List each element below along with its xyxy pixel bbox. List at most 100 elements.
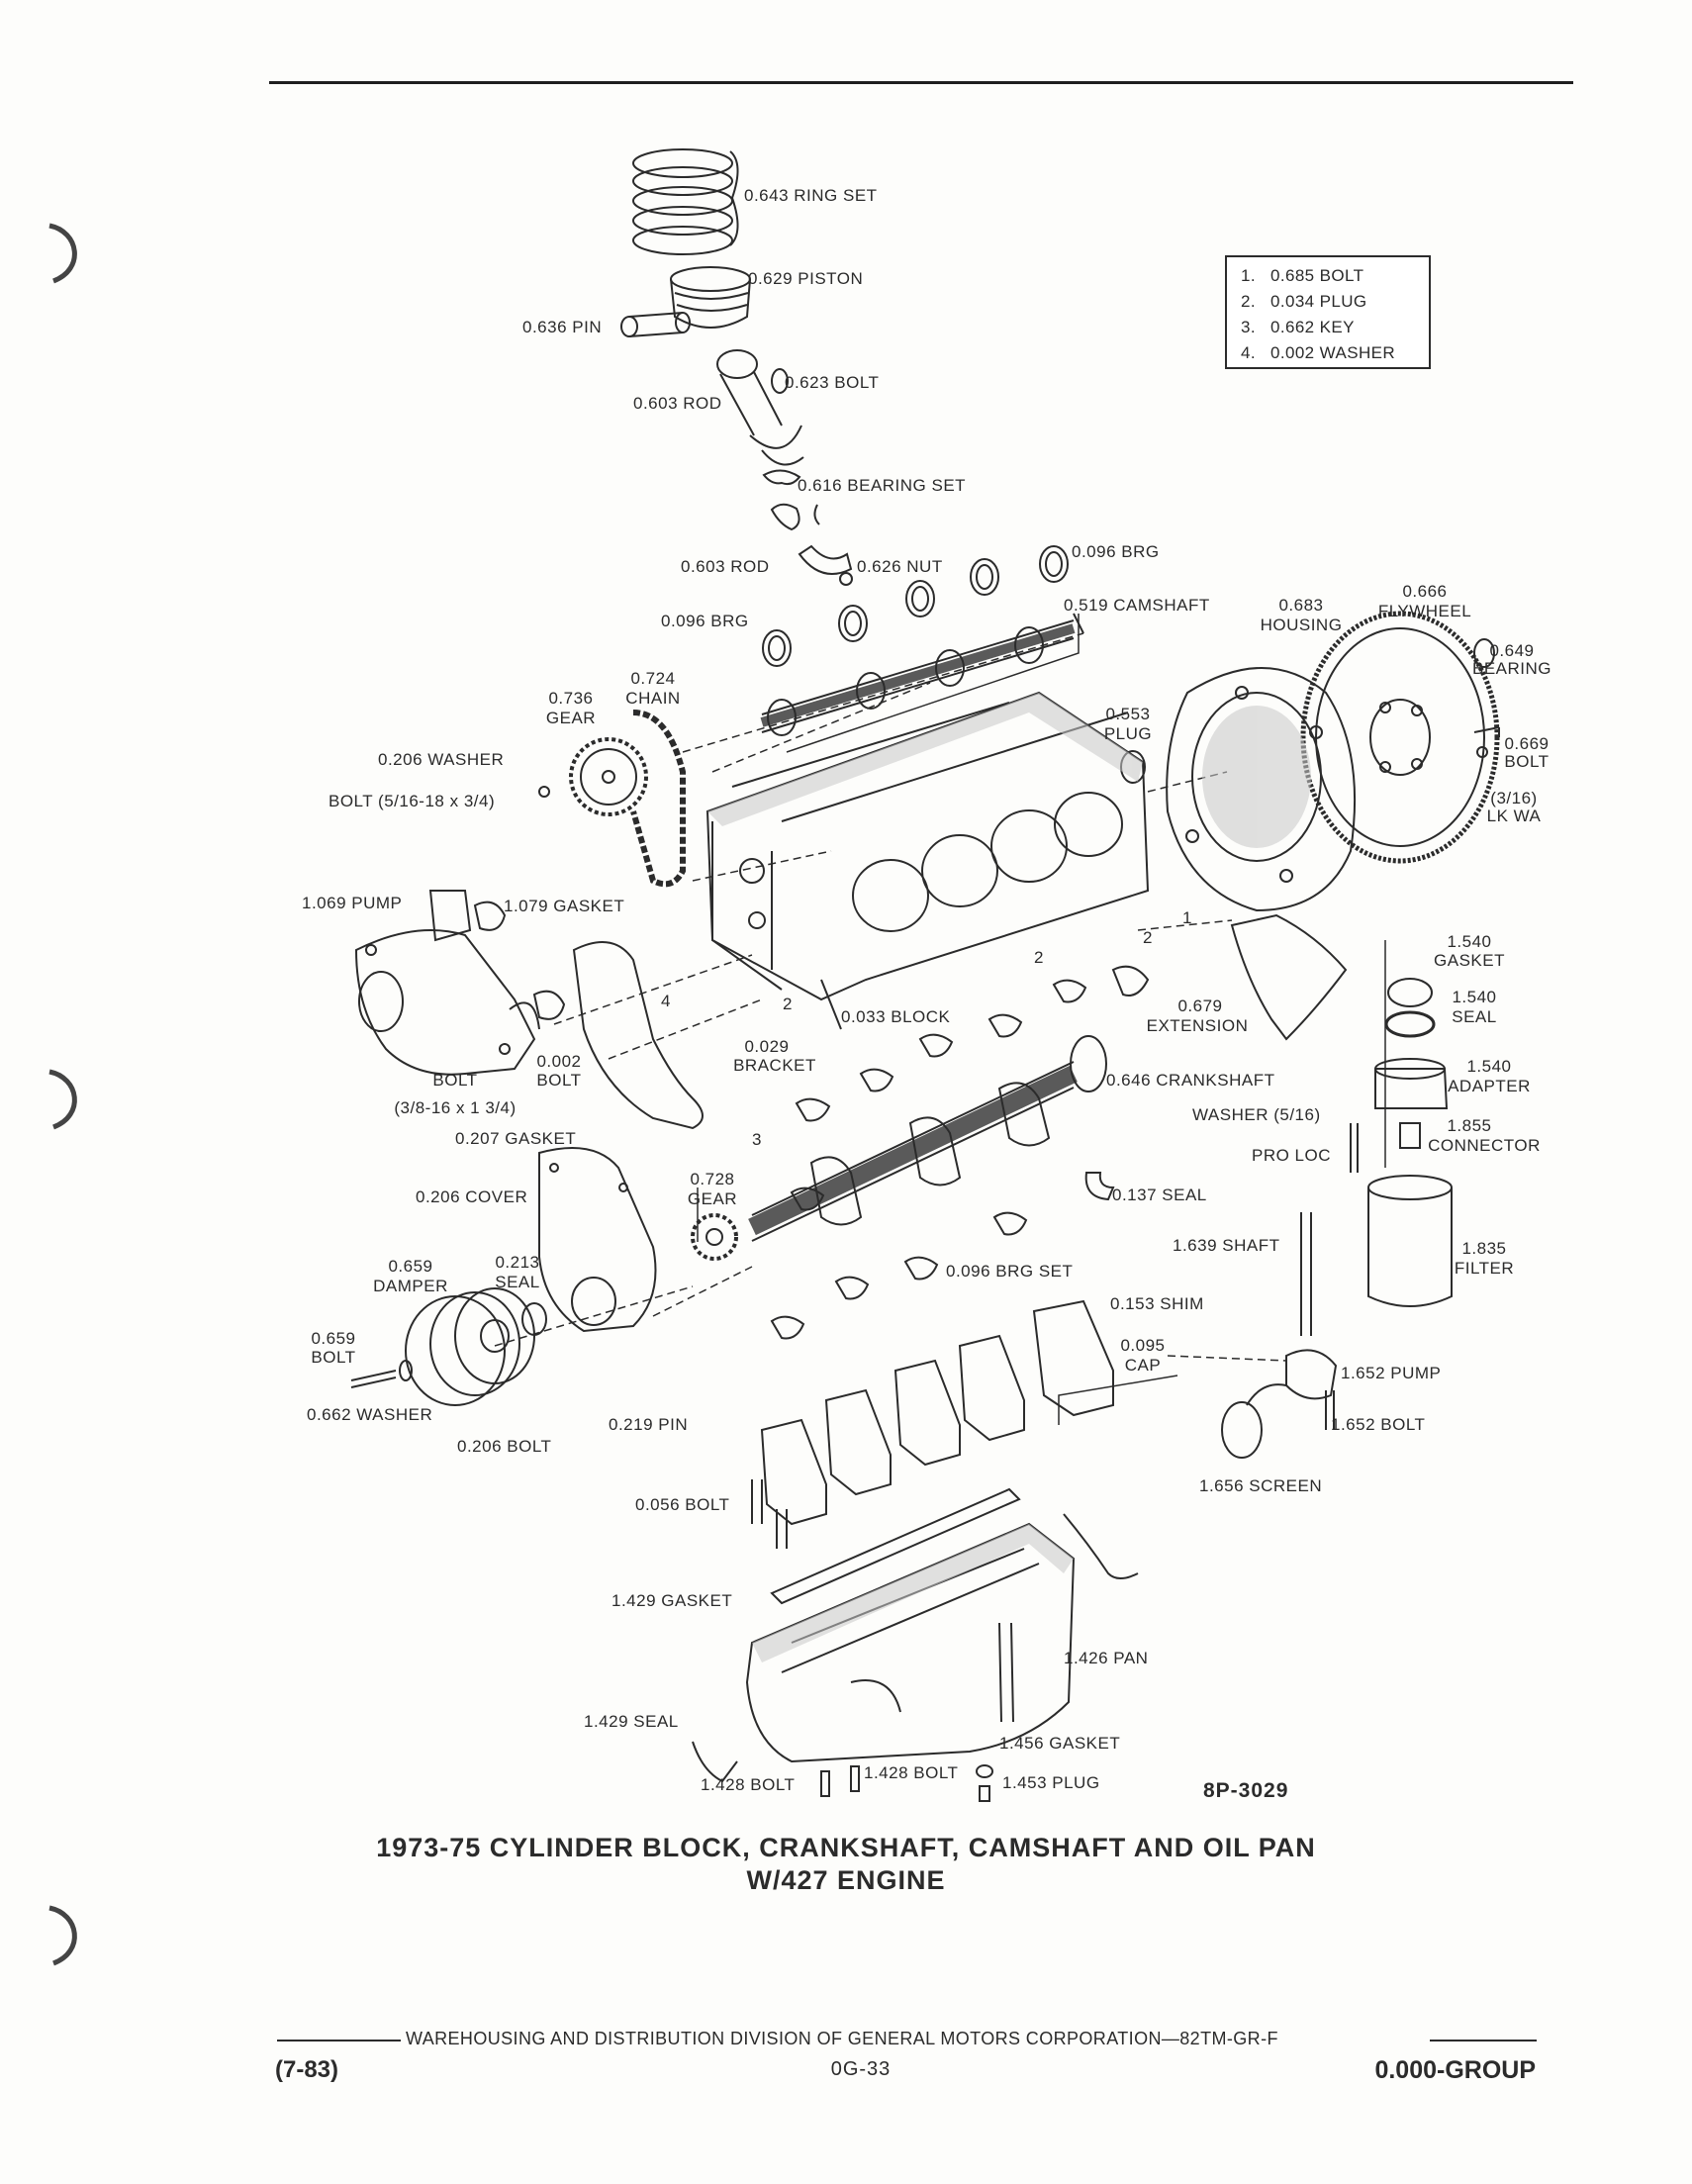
label-damper: DAMPER: [373, 1277, 448, 1295]
label-adapter-seal: SEAL: [1452, 1007, 1497, 1026]
label-cylinder-block: 0.033 BLOCK: [841, 1007, 951, 1026]
label-oil-pump-bolt: 1.652 BOLT: [1331, 1415, 1426, 1434]
legend-number: 3.: [1241, 318, 1256, 336]
label-chain-number: 0.724: [630, 669, 676, 688]
drain-plug-drawing: [820, 1764, 993, 1802]
legend-text: 0.685 BOLT: [1270, 266, 1364, 285]
label-bracket-number: 0.029: [744, 1037, 790, 1056]
label-cam-bearing-top: 0.096 BRG: [1072, 542, 1160, 561]
key-callout-4: 4: [661, 992, 671, 1010]
legend-row: 3.0.662 KEY: [1241, 315, 1429, 340]
label-flywheel-number: 0.666: [1402, 582, 1448, 601]
label-rod-mid: 0.603 ROD: [681, 557, 770, 576]
pan-gasket-drawing: [692, 1487, 1139, 1783]
legend-number: 2.: [1241, 292, 1256, 311]
label-cam-bolt: BOLT (5/16-18 x 3/4): [329, 792, 496, 810]
footer-date: (7-83): [275, 2056, 339, 2083]
label-pilot-bearing: BEARING: [1471, 659, 1552, 678]
label-front-seal: SEAL: [495, 1273, 540, 1291]
label-cover-bolt: 0.206 BOLT: [457, 1437, 552, 1456]
label-flywheel-bolt: BOLT: [1504, 752, 1550, 771]
piston-drawing: [670, 266, 751, 329]
label-damper-bolt: BOLT: [311, 1348, 356, 1367]
legend-row: 1.0.685 BOLT: [1241, 263, 1429, 289]
key-legend-box: 1.0.685 BOLT 2.0.034 PLUG 3.0.662 KEY 4.…: [1225, 255, 1431, 369]
label-shim: 0.153 SHIM: [1110, 1294, 1204, 1313]
rod-cap-drawing: [798, 544, 853, 586]
label-main-cap-bolt: 0.056 BOLT: [635, 1495, 730, 1514]
ring-set-drawing: [632, 148, 739, 255]
piston-pin-drawing: [620, 312, 691, 337]
label-timing-pin: 0.219 PIN: [609, 1415, 689, 1434]
label-connector: CONNECTOR: [1428, 1136, 1541, 1155]
label-adapter-gasket: GASKET: [1434, 951, 1505, 970]
figure-id: 8P-3029: [1203, 1779, 1289, 1802]
label-front-seal-number: 0.213: [495, 1253, 540, 1272]
label-housing-number: 0.683: [1278, 596, 1324, 615]
legend-row: 2.0.034 PLUG: [1241, 289, 1429, 315]
label-damper-washer: 0.662 WASHER: [307, 1405, 433, 1424]
key-callout-2-a: 2: [1143, 928, 1153, 947]
label-small-bolt: BOLT: [536, 1071, 582, 1090]
binder-hole-mark-top: [40, 218, 89, 287]
legend-number: 4.: [1241, 343, 1256, 362]
caption-line-2: W/427 ENGINE: [746, 1865, 946, 1895]
pump-gasket-drawing: [473, 901, 566, 1020]
label-oil-pump: 1.652 PUMP: [1341, 1364, 1442, 1382]
harmonic-damper-drawing: [405, 1287, 547, 1406]
label-piston: 0.629 PISTON: [748, 269, 864, 288]
key-callout-1: 1: [1182, 908, 1192, 927]
label-lock-washer-size: (3/16): [1490, 789, 1538, 807]
label-rod-bolt: 0.623 BOLT: [785, 373, 880, 392]
oil-pump-drawing: [1221, 1212, 1338, 1459]
label-filter-adapter-number: 1.540: [1466, 1057, 1512, 1076]
label-oil-screen: 1.656 SCREEN: [1199, 1476, 1323, 1495]
label-ring-set: 0.643 RING SET: [744, 186, 878, 205]
label-drain-plug-gasket: 1.456 GASKET: [999, 1734, 1121, 1753]
oil-filter-drawing: [1350, 978, 1453, 1307]
label-adapter-seal-number: 1.540: [1452, 988, 1497, 1006]
cam-bearings-drawing: [762, 545, 1069, 667]
caption-line-1: 1973-75 CYLINDER BLOCK, CRANKSHAFT, CAMS…: [376, 1833, 1316, 1862]
label-camshaft: 0.519 CAMSHAFT: [1064, 596, 1210, 615]
flywheel-drawing: [1300, 611, 1500, 864]
label-rod-top: 0.603 ROD: [633, 394, 722, 413]
label-piston-pin: 0.636 PIN: [522, 318, 603, 336]
top-rule: [269, 81, 1573, 84]
label-oil-filter-number: 1.835: [1461, 1239, 1507, 1258]
footer-page-number: 0G-33: [830, 2058, 892, 2080]
label-filter-adapter: ADAPTER: [1448, 1077, 1531, 1095]
binder-hole-mark-bottom: [40, 1900, 89, 1969]
label-pilot-bearing-number: 0.649: [1489, 641, 1535, 660]
key-callout-2-c: 2: [783, 995, 793, 1013]
label-water-pump: 1.069 PUMP: [302, 894, 403, 912]
label-small-bolt-number: 0.002: [536, 1052, 582, 1071]
footer-group: 0.000-GROUP: [1374, 2056, 1536, 2084]
label-crankshaft: 0.646 CRANKSHAFT: [1106, 1071, 1275, 1090]
label-washer-516: WASHER (5/16): [1192, 1105, 1321, 1124]
label-extension: EXTENSION: [1146, 1016, 1249, 1035]
label-housing: HOUSING: [1260, 616, 1343, 634]
label-chain: CHAIN: [625, 689, 681, 708]
label-oil-pan: 1.426 PAN: [1064, 1649, 1149, 1667]
timing-cover-drawing: [538, 1147, 657, 1333]
label-rear-seal: 0.137 SEAL: [1112, 1186, 1207, 1204]
label-bracket: BRACKET: [733, 1056, 816, 1075]
label-water-pump-bolt-size: (3/8-16 x 1 3/4): [394, 1098, 517, 1117]
pilot-bearing-drawing: [1473, 638, 1500, 758]
connecting-rod-drawing: [716, 349, 804, 466]
label-plug-number: 0.553: [1105, 705, 1151, 723]
label-pan-gasket: 1.429 GASKET: [611, 1591, 733, 1610]
crankshaft-drawing: [748, 1035, 1107, 1242]
binder-hole-mark-middle: [40, 1064, 89, 1133]
main-caps-drawing: [760, 1299, 1114, 1526]
label-bearing-set-main: 0.096 BRG SET: [946, 1262, 1074, 1281]
label-rod-nut: 0.626 NUT: [857, 557, 943, 576]
label-oil-filter: FILTER: [1454, 1259, 1515, 1278]
label-pump-shaft: 1.639 SHAFT: [1173, 1236, 1280, 1255]
label-flywheel: FLYWHEEL: [1377, 602, 1472, 620]
label-lock-washer: LK WA: [1486, 807, 1542, 825]
main-bearings-drawing: [770, 965, 1150, 1340]
label-bearing-set: 0.616 BEARING SET: [798, 476, 967, 495]
